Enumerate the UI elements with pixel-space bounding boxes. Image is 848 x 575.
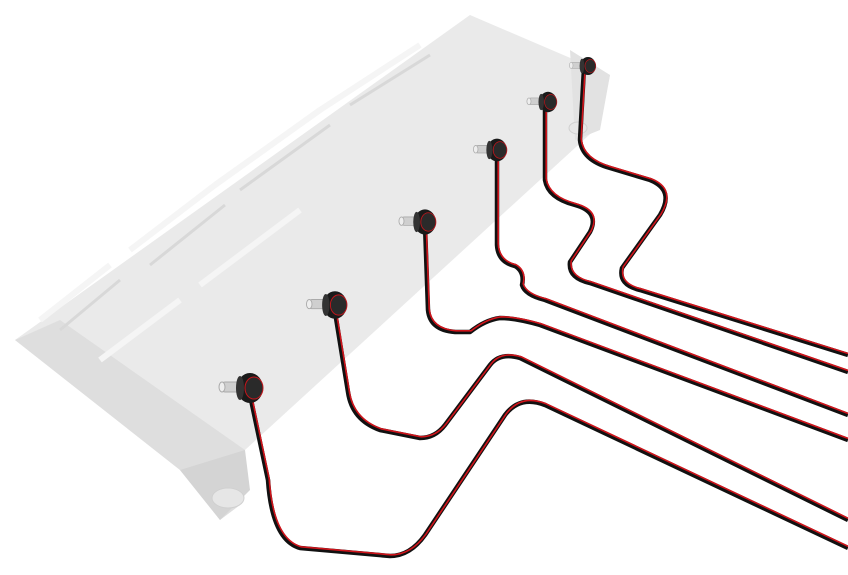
wire-black-4 [494, 152, 848, 418]
pin-tip [218, 381, 226, 393]
pin-tip [569, 62, 574, 69]
mounting-tab [211, 487, 245, 509]
mounting-tab [568, 121, 588, 135]
connector-collar [538, 93, 544, 111]
connector-cap [544, 94, 558, 110]
wire-red-4 [497, 150, 848, 415]
wire-red-5 [545, 98, 848, 372]
pin-tip [306, 299, 313, 310]
connector-cap [584, 59, 597, 73]
connector-collar [322, 293, 330, 317]
sensor-connector-5 [526, 91, 558, 113]
sensor-connector-6 [569, 57, 597, 75]
pin-tip [473, 145, 479, 154]
connector-cap [420, 212, 437, 232]
wire-red-2 [335, 310, 848, 520]
connector-group [218, 57, 597, 403]
wire-black-6 [577, 67, 848, 358]
connector-collar [486, 140, 493, 160]
connector-collar [236, 376, 244, 400]
pin-tip [398, 216, 405, 226]
wire-red-1 [250, 393, 848, 556]
connector-cap [492, 141, 508, 159]
pack-cell-ridges [38, 42, 422, 363]
wire-red-6 [580, 66, 848, 355]
connector-collar [579, 58, 585, 74]
wire-red-3 [425, 223, 848, 440]
pin-tip [526, 97, 532, 106]
sensor-connector-1 [218, 373, 264, 403]
connector-cap [244, 376, 264, 400]
sensor-connector-4 [473, 138, 508, 162]
pack-top-face [15, 15, 610, 470]
sensor-connector-3 [398, 209, 437, 235]
connector-cap [329, 294, 348, 316]
sensor-connector-2 [306, 291, 348, 319]
pack-cell-shadows [59, 53, 431, 332]
connector-collar [413, 211, 420, 233]
wire-harness [247, 66, 848, 559]
wire-black-5 [542, 100, 848, 375]
